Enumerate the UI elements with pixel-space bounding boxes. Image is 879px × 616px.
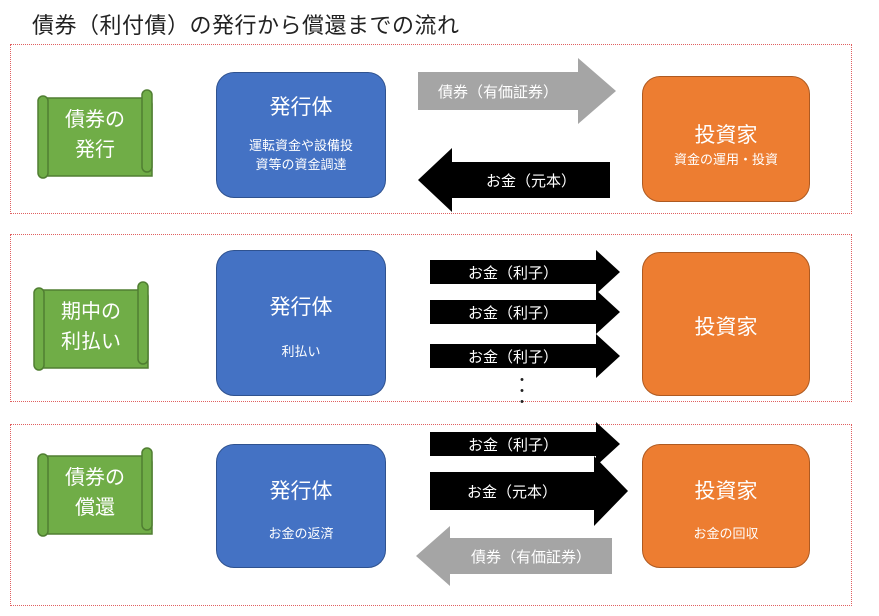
- arrow-bond-to-issuer: 債券（有価証券）: [416, 526, 612, 586]
- issuer-title: 発行体: [269, 95, 333, 119]
- continuation-dots: ・ ・ ・: [515, 373, 529, 411]
- issuer-box-redemption: 発行体 お金の返済: [216, 444, 386, 568]
- investor-box-interest: 投資家: [642, 252, 810, 396]
- issuer-sub-line-1: お金の返済: [268, 527, 334, 542]
- arrow-interest-final: お金（利子）: [430, 422, 620, 466]
- issuer-sub-line-1: 利払い: [281, 345, 321, 360]
- investor-box-issuance: 投資家 資金の運用・投資: [642, 76, 810, 202]
- scroll-line-1: 期中の: [61, 299, 121, 323]
- investor-box-redemption: 投資家 お金の回収: [642, 444, 810, 568]
- issuer-box-interest: 発行体 利払い: [216, 250, 386, 396]
- arrow-label: 債券（有価証券）: [437, 82, 558, 101]
- scroll-shape: [37, 89, 153, 179]
- arrow-label: お金（利子）: [467, 263, 558, 282]
- issuer-box-issuance: 発行体 運転資金や設備投 資等の資金調達: [216, 72, 386, 198]
- scroll-banner-redemption: 債券の 償還: [34, 444, 156, 544]
- scroll-line-2: 償還: [75, 495, 115, 519]
- section-interest: [10, 234, 852, 402]
- arrow-principal-to-issuer: お金（元本）: [418, 148, 610, 212]
- investor-title: 投資家: [694, 123, 758, 147]
- scroll-line-2: 発行: [75, 137, 115, 161]
- scroll-shape: [37, 447, 153, 537]
- arrow-interest-2: お金（利子）: [430, 290, 620, 334]
- investor-title: 投資家: [694, 315, 758, 339]
- investor-sub-line-1: 資金の運用・投資: [673, 153, 778, 168]
- investor-sub-line-1: お金の回収: [693, 527, 759, 542]
- scroll-shape: [33, 281, 149, 371]
- page-title: 債券（利付債）の発行から償還までの流れ: [32, 14, 460, 39]
- section-issuance: [10, 44, 852, 214]
- arrow-principal-to-investor: お金（元本）: [430, 456, 628, 526]
- arrow-label: お金（利子）: [467, 435, 558, 454]
- issuer-sub-line-1: 運転資金や設備投: [248, 139, 353, 154]
- arrow-label: お金（利子）: [467, 347, 558, 366]
- issuer-title: 発行体: [269, 295, 333, 319]
- scroll-line-2: 利払い: [61, 329, 121, 353]
- arrow-interest-1: お金（利子）: [430, 250, 620, 294]
- arrow-label: 債券（有価証券）: [470, 547, 591, 566]
- section-redemption: [10, 424, 852, 606]
- arrow-bond-to-investor: 債券（有価証券）: [418, 58, 616, 124]
- investor-title: 投資家: [694, 479, 758, 503]
- arrow-interest-3: お金（利子）: [430, 334, 620, 378]
- arrow-label: お金（元本）: [466, 482, 557, 501]
- issuer-title: 発行体: [269, 479, 333, 503]
- scroll-banner-issuance: 債券の 発行: [34, 86, 156, 186]
- scroll-banner-interest: 期中の 利払い: [30, 278, 152, 378]
- scroll-line-1: 債券の: [65, 107, 125, 131]
- dot: ・: [515, 395, 529, 411]
- dot: ・: [515, 373, 529, 389]
- arrow-label: お金（元本）: [485, 171, 576, 190]
- arrow-label: お金（利子）: [467, 303, 558, 322]
- scroll-line-1: 債券の: [65, 465, 125, 489]
- dot: ・: [515, 384, 529, 400]
- issuer-sub-line-2: 資等の資金調達: [255, 158, 347, 173]
